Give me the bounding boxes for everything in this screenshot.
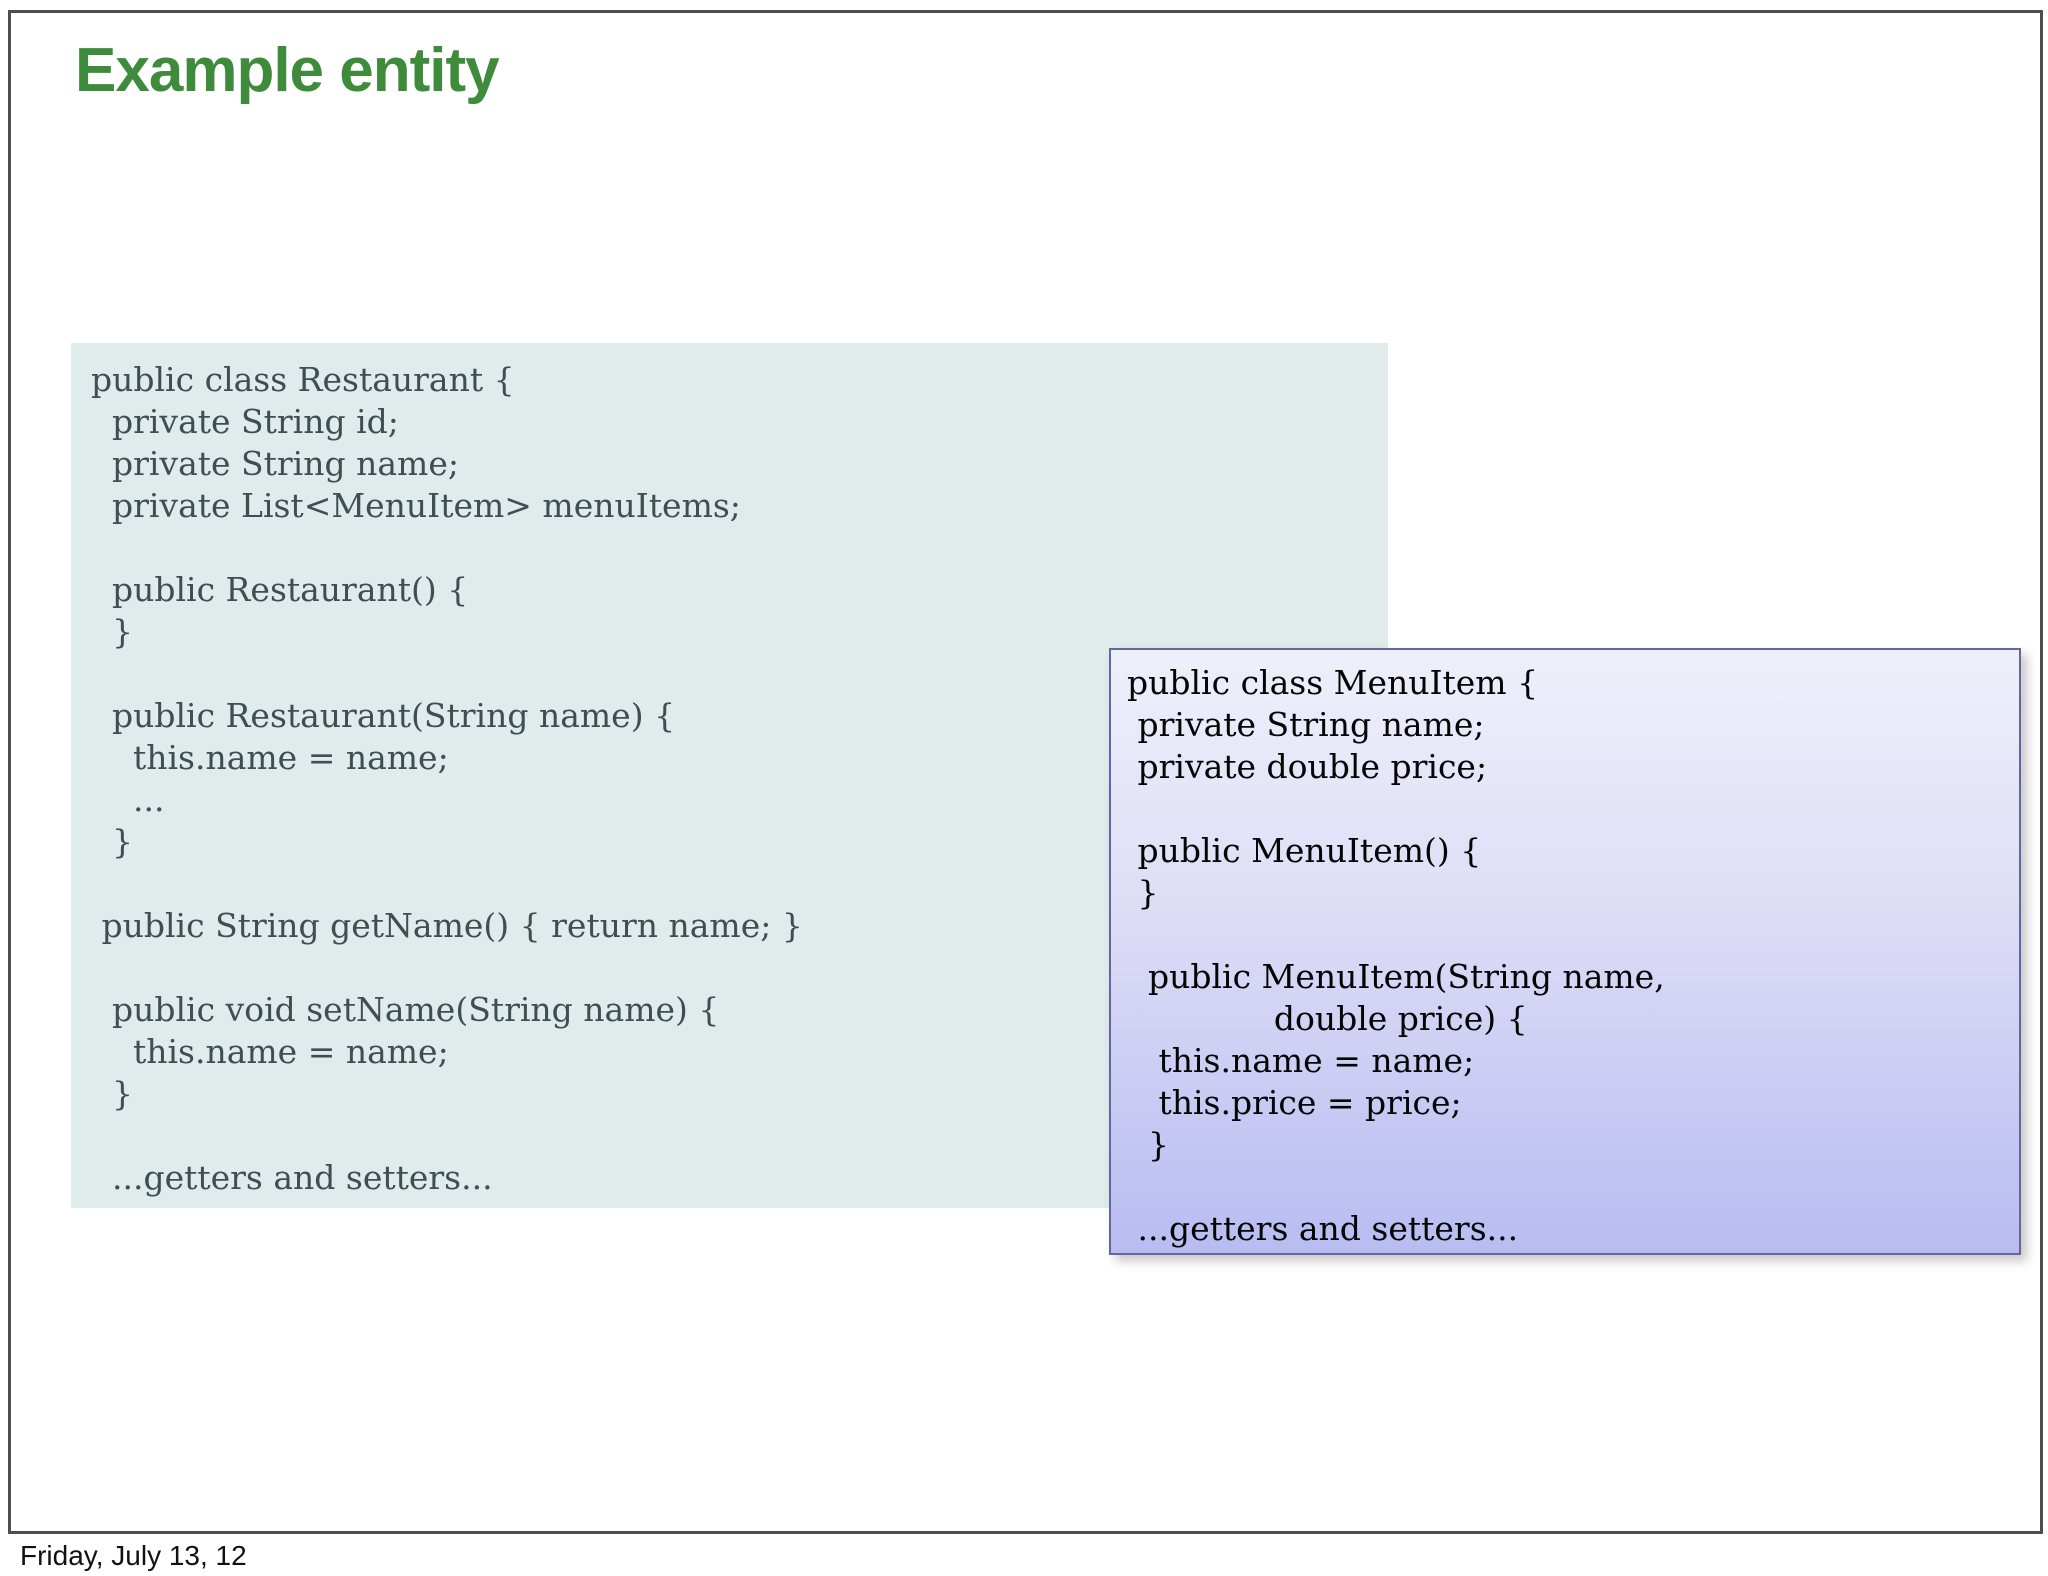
slide-title: Example entity [75, 36, 500, 105]
menuitem-entity-code-box: public class MenuItem { private String n… [1109, 648, 2021, 1255]
menuitem-code: public class MenuItem { private String n… [1127, 663, 1665, 1248]
date-stamp: Friday, July 13, 12 [20, 1540, 247, 1571]
restaurant-code: public class Restaurant { private String… [91, 360, 803, 1197]
slide-frame: Example entity public class Restaurant {… [8, 10, 2043, 1534]
